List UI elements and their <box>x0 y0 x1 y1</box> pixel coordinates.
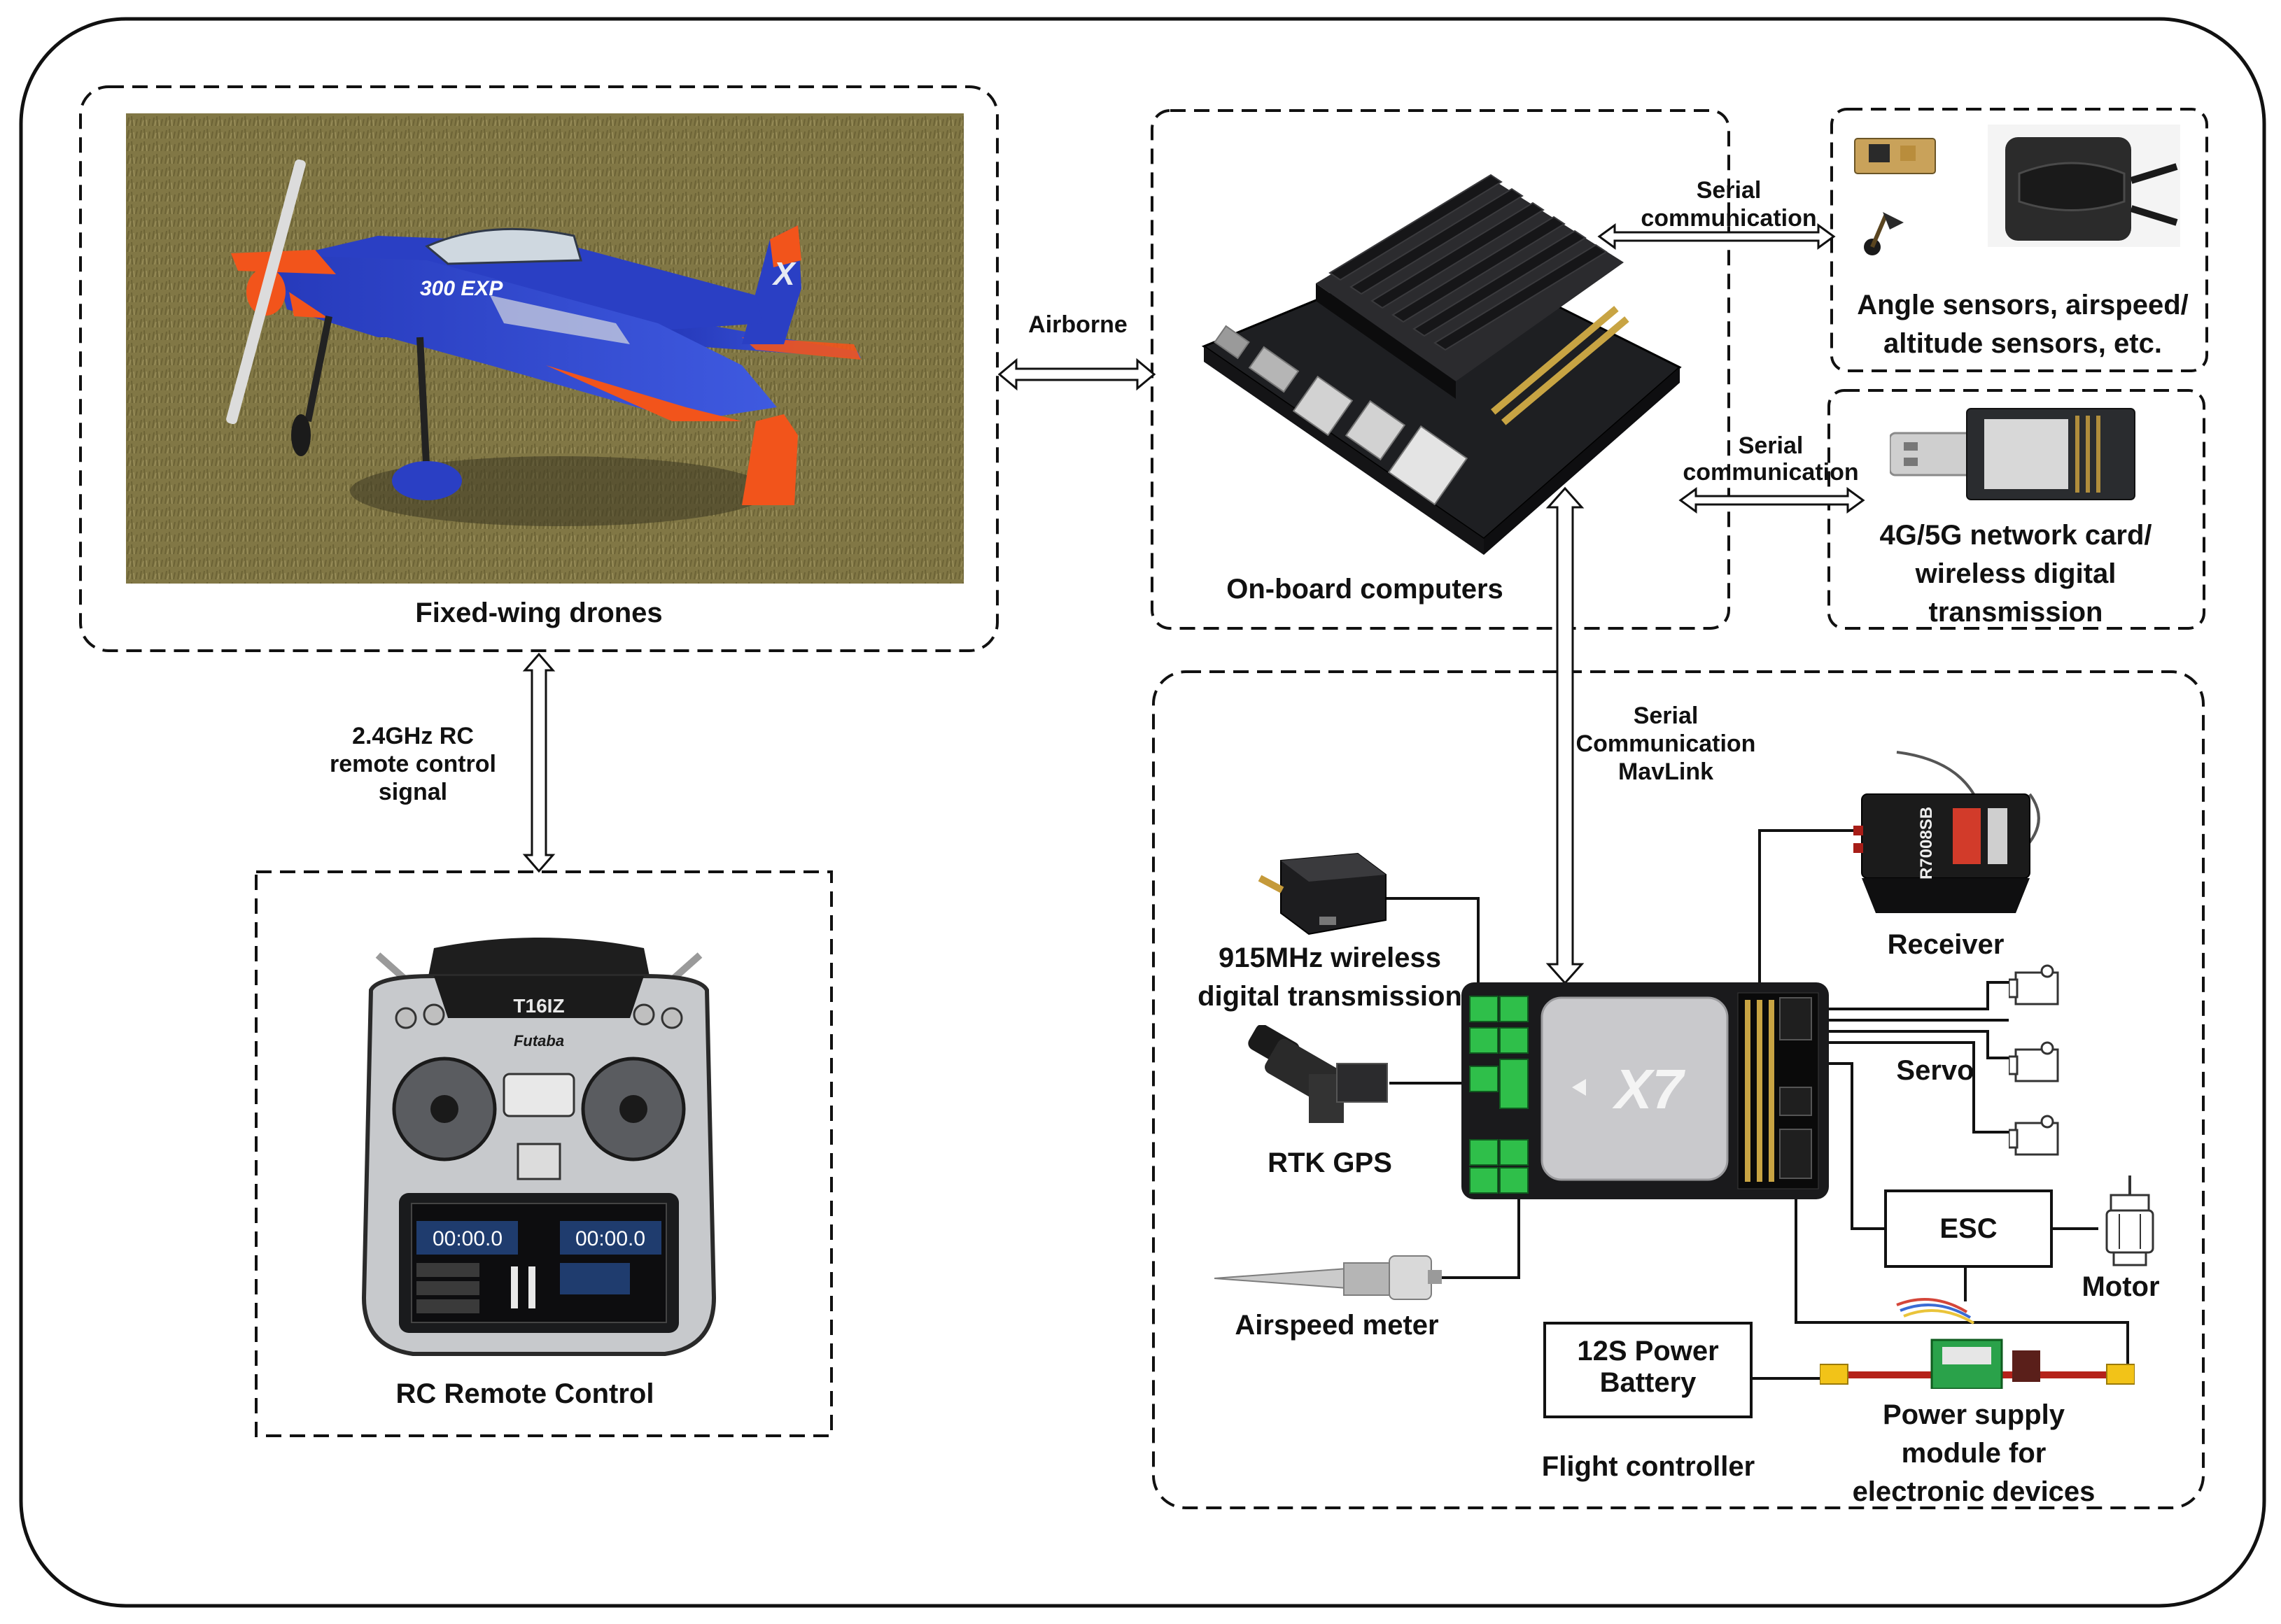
airspeed-meter-label: Airspeed meter <box>1235 1310 1439 1341</box>
serial-network-label-line2: communication <box>1683 459 1859 486</box>
rc-signal-arrow <box>522 652 556 873</box>
rc-signal-label-line3: signal <box>378 779 448 805</box>
servo-label: Servo <box>1896 1055 1974 1086</box>
fixed-wing-box <box>79 85 999 652</box>
fc-model-label: X7 <box>1612 1058 1685 1120</box>
onboard-box <box>1151 109 1730 630</box>
screen-timer-right: 00:00.0 <box>575 1227 645 1250</box>
radio-915-image <box>1258 852 1387 935</box>
serial-arrow-sensors <box>1597 223 1836 250</box>
mavlink-label-line2: Communication <box>1575 730 1756 757</box>
wiring <box>1373 829 2129 1418</box>
serial-sensors-label-line1: Serial <box>1696 177 1762 204</box>
transmitter-brand-label: Futaba <box>514 1032 564 1050</box>
battery-label-line1: 12S Power <box>1577 1336 1719 1367</box>
network-label-line3: transmission <box>1928 597 2103 628</box>
onboard-label: On-board computers <box>1226 574 1503 605</box>
network-label-line1: 4G/5G network card/ <box>1879 520 2152 551</box>
airborne-label: Airborne <box>1028 311 1128 338</box>
servo-3-image <box>2009 1115 2059 1156</box>
airspeed-meter-image <box>1214 1255 1442 1300</box>
mavlink-label-line1: Serial <box>1633 702 1699 729</box>
screen-timer-left: 00:00.0 <box>433 1227 503 1250</box>
onboard-computer-image <box>1201 174 1682 555</box>
serial-network-label-line1: Serial <box>1738 432 1804 459</box>
power-module-image <box>1820 1298 2135 1389</box>
receiver-label: Receiver <box>1887 929 2005 960</box>
sensors-box <box>1830 108 2208 372</box>
plane-brand-marking: X <box>771 255 796 292</box>
rc-signal-label-line2: remote control <box>329 751 497 777</box>
power-module-label-line1: Power supply <box>1882 1399 2065 1430</box>
plane-model-marking: 300 EXP <box>420 277 503 300</box>
serial-arrow-network <box>1678 487 1865 514</box>
motor-image <box>2105 1175 2154 1266</box>
rc-transmitter-image: T16IZ Futaba 00:00.0 00:00.0 <box>361 938 717 1356</box>
network-box <box>1827 389 2205 630</box>
servo-1-image <box>2009 964 2059 1005</box>
network-label-line2: wireless digital <box>1915 558 2117 589</box>
fixed-wing-photo: 300 EXP X <box>126 113 964 584</box>
outer-frame <box>19 17 2266 1608</box>
sensors-label-line2: altitude sensors, etc. <box>1883 328 2162 359</box>
receiver-image: R7008SB <box>1853 751 2040 913</box>
esc-label: ESC <box>1939 1213 1998 1244</box>
rtk-gps-label: RTK GPS <box>1268 1148 1392 1178</box>
airborne-arrow <box>997 358 1156 391</box>
flight-controller-label: Flight controller <box>1541 1451 1755 1482</box>
battery-label-line2: Battery <box>1599 1367 1697 1398</box>
battery-box <box>1543 1322 1753 1418</box>
servo-2-image <box>2009 1041 2059 1082</box>
network-card-image <box>1890 408 2135 500</box>
fixed-wing-label: Fixed-wing drones <box>415 598 663 628</box>
esc-box <box>1884 1189 2053 1268</box>
power-module-label-line3: electronic devices <box>1852 1476 2096 1507</box>
motor-label: Motor <box>2082 1271 2160 1302</box>
rc-box <box>255 870 833 1437</box>
transmitter-model-label: T16IZ <box>513 995 564 1017</box>
receiver-model-label: R7008SB <box>1917 807 1936 880</box>
serial-sensors-label-line2: communication <box>1641 205 1817 232</box>
radio-915-label-line2: digital transmission <box>1198 981 1462 1012</box>
plane-illustration: 300 EXP X <box>126 113 964 584</box>
sensors-image <box>1854 125 2180 255</box>
power-module-label-line2: module for <box>1901 1438 2047 1469</box>
sensors-label-line1: Angle sensors, airspeed/ <box>1857 290 2189 320</box>
mavlink-label-line3: MavLink <box>1617 758 1714 785</box>
rtk-gps-image <box>1248 1025 1388 1123</box>
radio-915-label-line1: 915MHz wireless <box>1219 942 1441 973</box>
rc-remote-label: RC Remote Control <box>395 1378 654 1409</box>
rc-signal-label-line1: 2.4GHz RC <box>352 723 474 749</box>
flight-controller-image: X7 <box>1461 982 1829 1199</box>
heatsink <box>1316 174 1624 399</box>
